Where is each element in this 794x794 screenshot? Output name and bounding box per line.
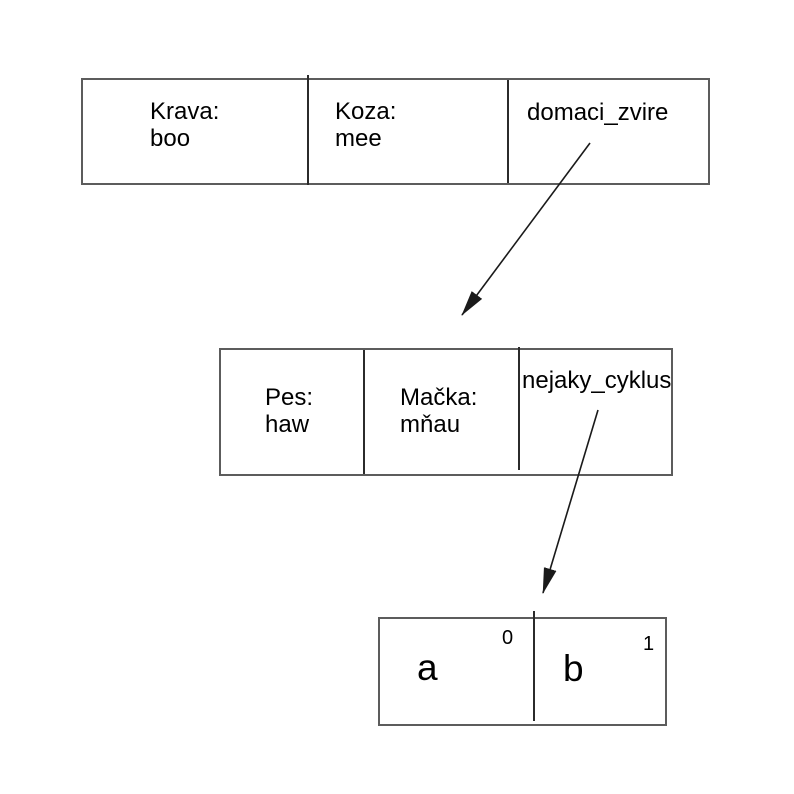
entry-value: mee — [335, 125, 382, 152]
list-node: a 0 b 1 — [378, 611, 667, 726]
entry-value: haw — [265, 411, 310, 438]
variable-name-domaci-zvire: domaci_zvire — [527, 99, 669, 126]
entry-key: Koza: — [335, 98, 397, 125]
entry-value: mňau — [400, 411, 461, 438]
dict-entry-krava: Krava: boo — [150, 98, 219, 152]
entry-key: Krava: — [150, 98, 220, 125]
list-item-index: 1 — [643, 633, 655, 655]
variable-name-nejaky-cyklus: nejaky_cyklus — [522, 367, 672, 394]
dict-entry-macka: Mačka: mňau — [400, 384, 477, 438]
cell-divider — [518, 347, 520, 470]
list-item-value: b — [563, 648, 584, 689]
cell-divider — [307, 75, 309, 185]
entry-key: Pes: — [265, 384, 314, 411]
cell-divider — [507, 80, 509, 183]
list-item-index: 0 — [502, 627, 514, 649]
dict-node-middle: Pes: haw Mačka: mňau nejaky_cyklus — [219, 347, 673, 476]
cell-divider — [363, 350, 365, 474]
entry-key: Mačka: — [400, 384, 478, 411]
list-item-value: a — [417, 647, 438, 688]
dict-entry-pes: Pes: haw — [265, 384, 313, 438]
dict-node-top: Krava: boo Koza: mee domaci_zvire — [81, 75, 710, 185]
entry-value: boo — [150, 125, 191, 152]
dict-entry-koza: Koza: mee — [335, 98, 396, 152]
cell-divider — [533, 611, 535, 721]
